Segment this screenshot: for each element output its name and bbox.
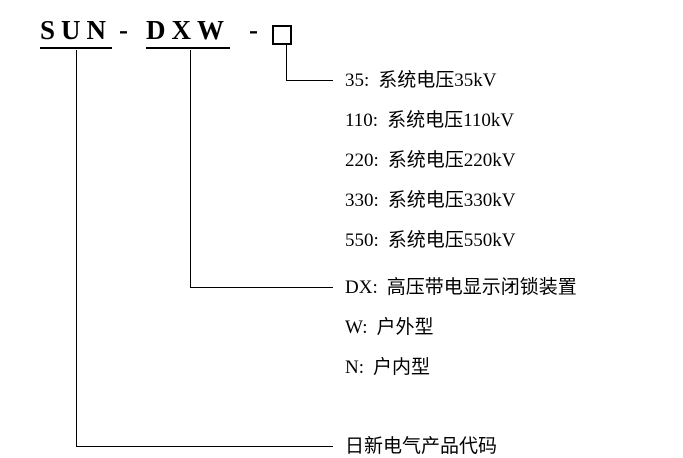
connector-hline-dxw <box>190 287 333 288</box>
type-option-row-w: W: 户外型 <box>345 317 434 339</box>
connector-hline-voltage <box>286 80 333 81</box>
voltage-desc: 系统电压550kV <box>387 230 516 251</box>
voltage-option-row-35: 35: 系统电压35kV <box>345 70 497 92</box>
type-code: N: <box>345 357 364 378</box>
voltage-code: 330: <box>345 190 379 211</box>
voltage-option-row-330: 330: 系统电压330kV <box>345 190 516 212</box>
model-code-voltage-box <box>272 25 292 45</box>
type-option-row-dx: DX: 高压带电显示闭锁装置 <box>345 277 577 299</box>
type-desc: 高压带电显示闭锁装置 <box>386 277 577 298</box>
connector-vline-sun <box>76 50 77 447</box>
brand-desc: 日新电气产品代码 <box>345 436 498 457</box>
voltage-code: 110: <box>345 110 379 131</box>
voltage-code: 550: <box>345 230 379 251</box>
voltage-desc: 系统电压330kV <box>387 190 516 211</box>
voltage-desc: 系统电压220kV <box>387 150 516 171</box>
voltage-desc: 系统电压35kV <box>378 70 497 91</box>
type-code: DX: <box>345 277 378 298</box>
dash-separator-1: - <box>119 15 128 45</box>
connector-vline-dxw <box>190 50 191 288</box>
dash-separator-2: - <box>249 15 258 45</box>
voltage-code: 35: <box>345 70 370 91</box>
voltage-option-row-110: 110: 系统电压110kV <box>345 110 514 132</box>
connector-hline-sun <box>76 446 333 447</box>
voltage-option-row-550: 550: 系统电压550kV <box>345 230 516 252</box>
type-option-row-n: N: 户内型 <box>345 357 430 379</box>
type-code: W: <box>345 317 368 338</box>
model-code-sun: SUN <box>40 14 113 49</box>
connector-vline-voltage <box>286 45 287 81</box>
voltage-code: 220: <box>345 150 379 171</box>
voltage-option-row-220: 220: 系统电压220kV <box>345 150 516 172</box>
model-code-dxw: DXW <box>146 14 230 49</box>
voltage-desc: 系统电压110kV <box>387 110 515 131</box>
type-desc: 户外型 <box>376 317 434 338</box>
brand-label-row: 日新电气产品代码 <box>345 436 497 458</box>
type-desc: 户内型 <box>373 357 431 378</box>
